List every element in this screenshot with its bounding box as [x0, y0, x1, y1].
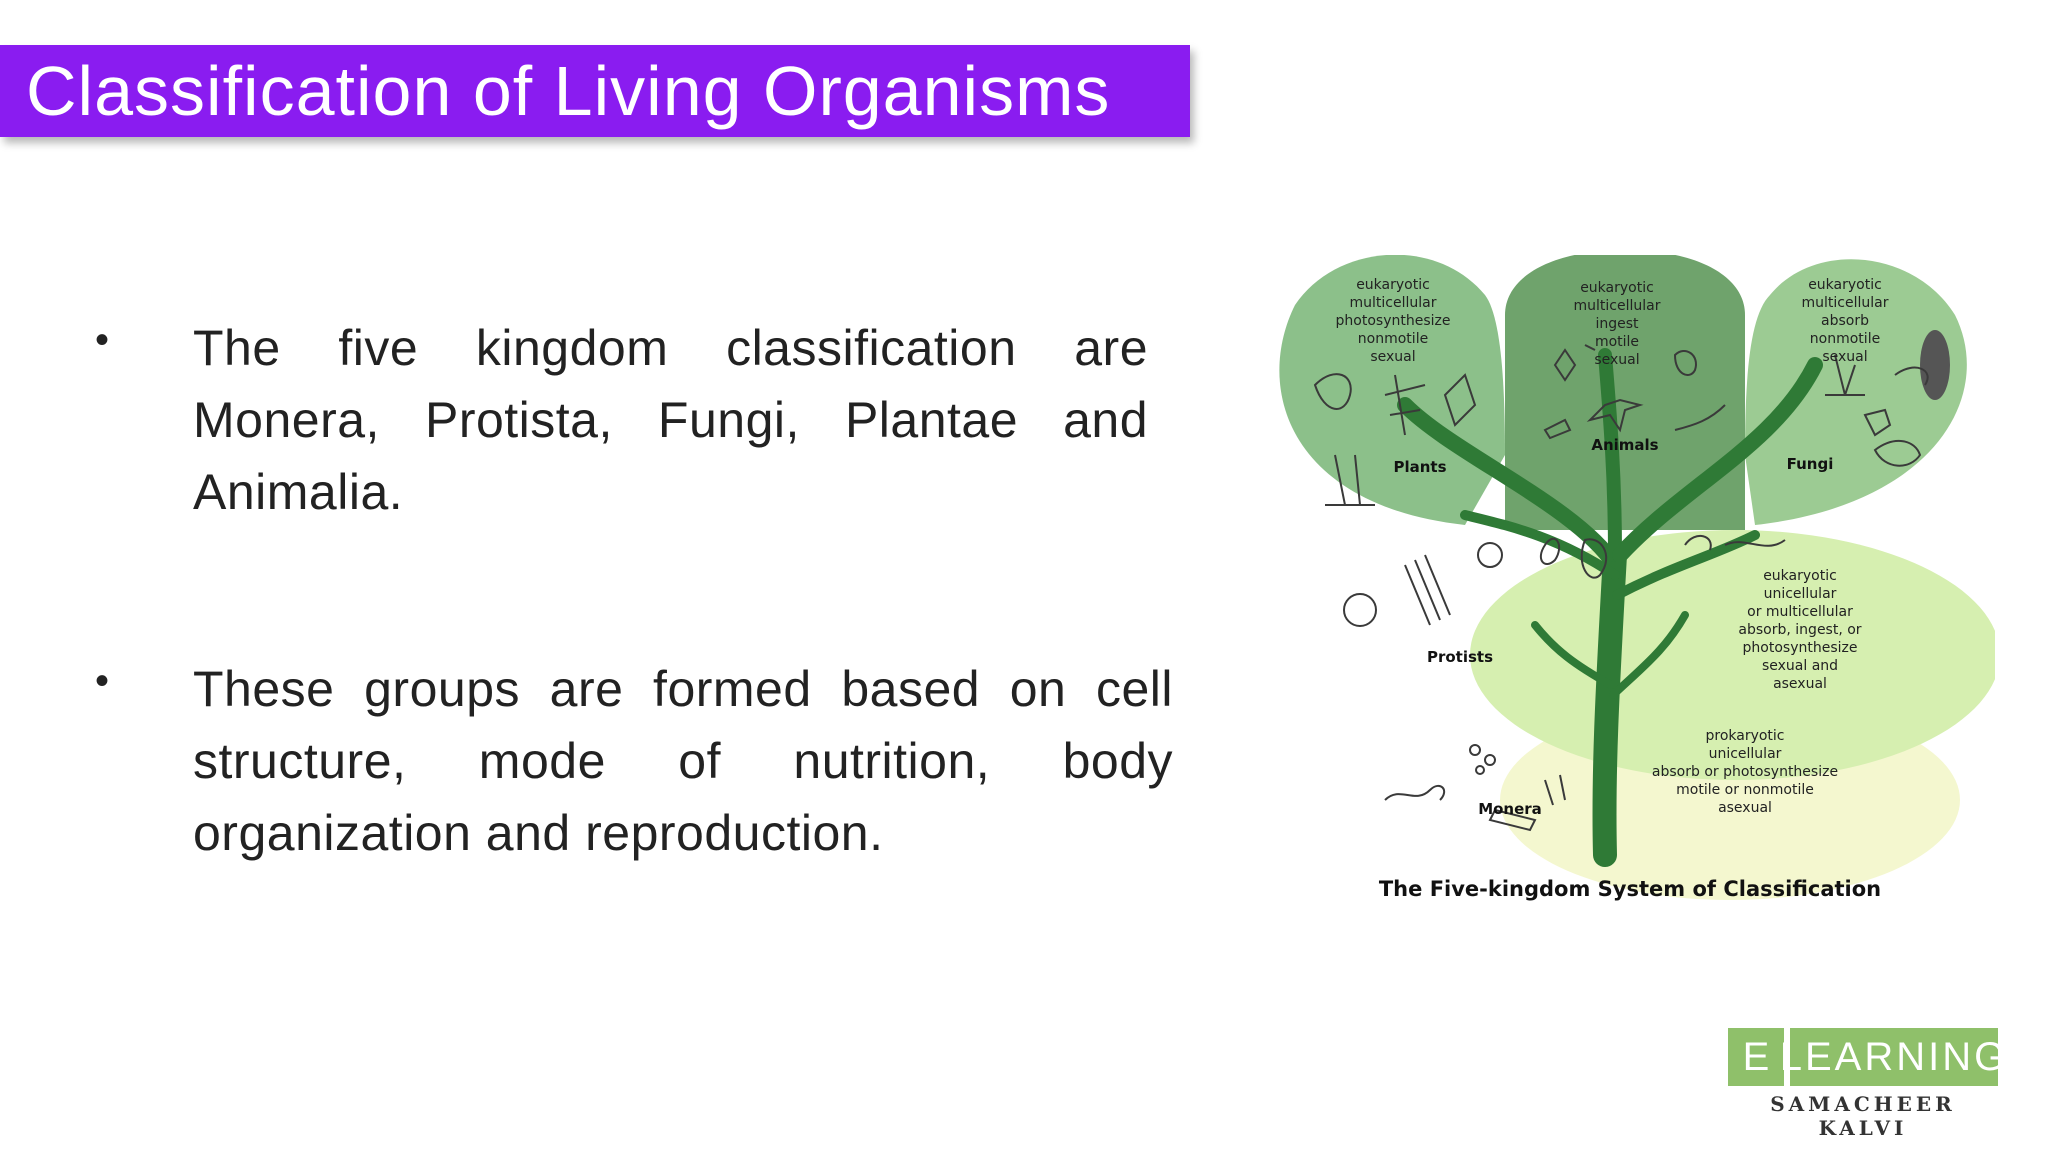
- protists-trait-7: asexual: [1773, 676, 1827, 692]
- phylogenetic-tree: [1397, 348, 1823, 867]
- monera-trait-5: asexual: [1718, 800, 1772, 816]
- fungi-trait-1: eukaryotic: [1808, 277, 1882, 293]
- monera-trait-4: motile or nonmotile: [1676, 782, 1814, 798]
- animals-trait-3: ingest: [1595, 316, 1639, 332]
- protists-trait-6: sexual and: [1762, 658, 1838, 674]
- bullet-text-1: The five kingdom classification are Mone…: [193, 320, 1148, 520]
- plants-trait-1: eukaryotic: [1356, 277, 1430, 293]
- bullet-icon: •: [95, 318, 110, 362]
- plants-labels: eukaryotic multicellular photosynthesize…: [1336, 277, 1451, 476]
- fungi-region: [1745, 259, 1967, 525]
- slide-title: Classification of Living Organisms: [26, 52, 1111, 130]
- animals-trait-1: eukaryotic: [1580, 280, 1654, 296]
- fungi-name: Fungi: [1787, 455, 1834, 473]
- monera-trait-2: unicellular: [1709, 746, 1782, 762]
- bullet-text-2: These groups are formed based on cell st…: [193, 661, 1173, 861]
- protists-trait-5: photosynthesize: [1743, 640, 1858, 656]
- protists-labels: eukaryotic unicellular or multicellular …: [1427, 568, 1862, 692]
- fungi-labels: eukaryotic multicellular absorb nonmotil…: [1787, 277, 1889, 473]
- fungi-trait-2: multicellular: [1802, 295, 1889, 311]
- animals-name: Animals: [1591, 436, 1658, 454]
- animals-trait-5: sexual: [1594, 352, 1639, 368]
- diagram-caption: The Five-kingdom System of Classificatio…: [1378, 877, 1882, 901]
- monera-trait-1: prokaryotic: [1705, 728, 1784, 744]
- logo-subtitle: SAMACHEER KALVI: [1770, 1092, 1956, 1140]
- elearning-logo: E LEARNING SAMACHEER KALVI: [1728, 1028, 2005, 1140]
- protists-trait-2: unicellular: [1764, 586, 1837, 602]
- five-kingdom-diagram: eukaryotic multicellular photosynthesize…: [1279, 255, 1995, 900]
- fungi-trait-3: absorb: [1821, 313, 1869, 329]
- fungi-trait-4: nonmotile: [1810, 331, 1880, 347]
- monera-labels: prokaryotic unicellular absorb or photos…: [1478, 728, 1838, 818]
- plants-trait-4: nonmotile: [1358, 331, 1428, 347]
- logo-divider: [1784, 1028, 1790, 1086]
- monera-name: Monera: [1478, 800, 1542, 818]
- plants-trait-2: multicellular: [1350, 295, 1437, 311]
- animals-labels: eukaryotic multicellular ingest motile s…: [1574, 280, 1661, 454]
- protists-name: Protists: [1427, 648, 1493, 666]
- protists-trait-4: absorb, ingest, or: [1738, 622, 1861, 638]
- protists-trait-3: or multicellular: [1747, 604, 1853, 620]
- animals-region: [1505, 255, 1745, 530]
- plants-trait-5: sexual: [1370, 349, 1415, 365]
- animals-trait-2: multicellular: [1574, 298, 1661, 314]
- fungi-trait-5: sexual: [1822, 349, 1867, 365]
- plants-name: Plants: [1393, 458, 1446, 476]
- logo-e: E: [1728, 1028, 1784, 1086]
- plants-trait-3: photosynthesize: [1336, 313, 1451, 329]
- logo-learning: LEARNING: [1780, 1028, 2005, 1086]
- bullet-icon: •: [95, 659, 110, 703]
- organism-sketches: [1313, 330, 1950, 832]
- logo-banner: E LEARNING: [1728, 1028, 2005, 1086]
- title-banner: Classification of Living Organisms: [0, 45, 1190, 137]
- protists-trait-1: eukaryotic: [1763, 568, 1837, 584]
- animals-trait-4: motile: [1595, 334, 1639, 350]
- monera-trait-3: absorb or photosynthesize: [1652, 764, 1838, 780]
